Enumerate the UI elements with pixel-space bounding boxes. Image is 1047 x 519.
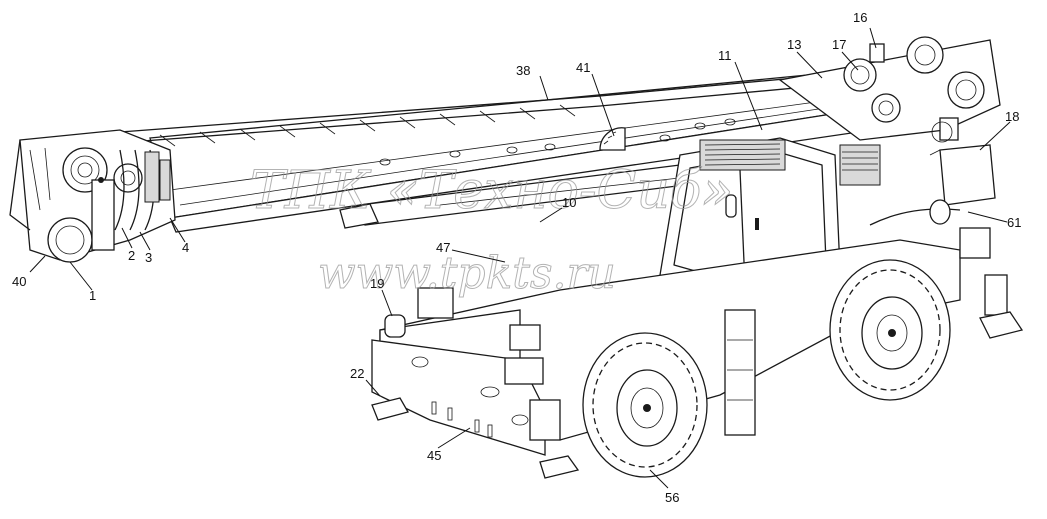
- wheels: [582, 259, 951, 478]
- callout-16: 16: [853, 10, 867, 25]
- callout-13: 13: [787, 37, 801, 52]
- callout-3: 3: [145, 250, 152, 265]
- callout-19: 19: [370, 276, 384, 291]
- callout-47: 47: [436, 240, 450, 255]
- watermark-url: www.tpkts.ru: [318, 248, 616, 299]
- callout-18: 18: [1005, 109, 1019, 124]
- callout-61: 61: [1007, 215, 1021, 230]
- callout-labels: 16 13 17 11 38 41 18 10 61 47 2 3 4 40 1…: [12, 10, 1021, 505]
- watermark-company: ТПК «Техно-Сиб»: [250, 161, 733, 221]
- hydraulic-tank: [929, 144, 996, 206]
- callout-45: 45: [427, 448, 441, 463]
- callout-41: 41: [576, 60, 590, 75]
- callout-17: 17: [832, 37, 846, 52]
- callout-38: 38: [516, 63, 530, 78]
- callout-1: 1: [89, 288, 96, 303]
- callout-11: 11: [718, 48, 732, 63]
- callout-10: 10: [562, 195, 576, 210]
- callout-40: 40: [12, 274, 26, 289]
- callout-56: 56: [665, 490, 679, 505]
- callout-22: 22: [350, 366, 364, 381]
- callout-4: 4: [182, 240, 189, 255]
- callout-2: 2: [128, 248, 135, 263]
- boom-head: [9, 129, 176, 263]
- winch-assembly: [778, 36, 1001, 143]
- telescopic-boom: [119, 69, 873, 233]
- callout-leaders: [29, 27, 1011, 489]
